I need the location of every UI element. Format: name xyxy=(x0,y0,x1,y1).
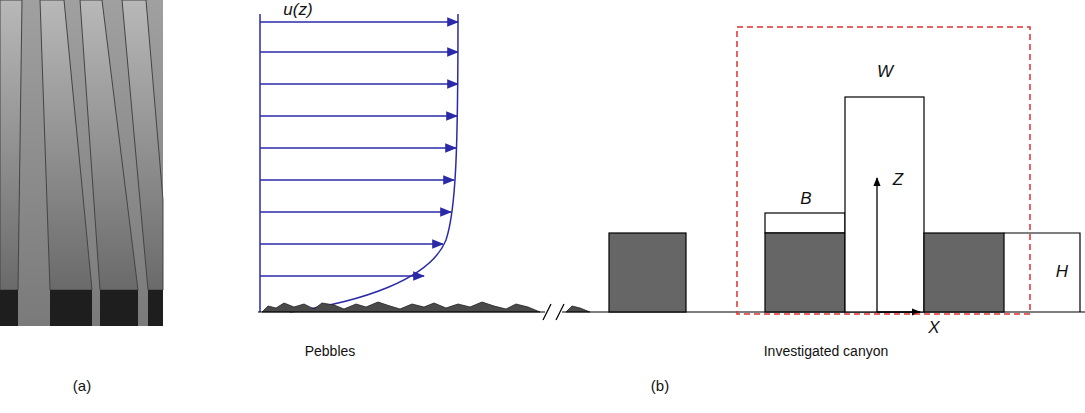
velocity-profile xyxy=(260,14,458,312)
panel-label: (a) xyxy=(73,378,91,395)
dimension-label: H xyxy=(1056,263,1068,282)
panel-label: (b) xyxy=(651,378,669,395)
model-photo xyxy=(0,0,163,326)
region-box xyxy=(737,27,1030,314)
dimension-label: B xyxy=(800,190,811,209)
velocity-label: u(z) xyxy=(283,1,312,20)
part-label: Pebbles xyxy=(305,344,356,359)
dimension-label: W xyxy=(877,63,893,82)
axis-label: Z xyxy=(893,171,903,190)
axis-label: X xyxy=(928,319,939,338)
axis-arrows xyxy=(877,178,920,312)
part-label: Investigated canyon xyxy=(764,344,889,359)
building-blocks xyxy=(609,97,1080,312)
